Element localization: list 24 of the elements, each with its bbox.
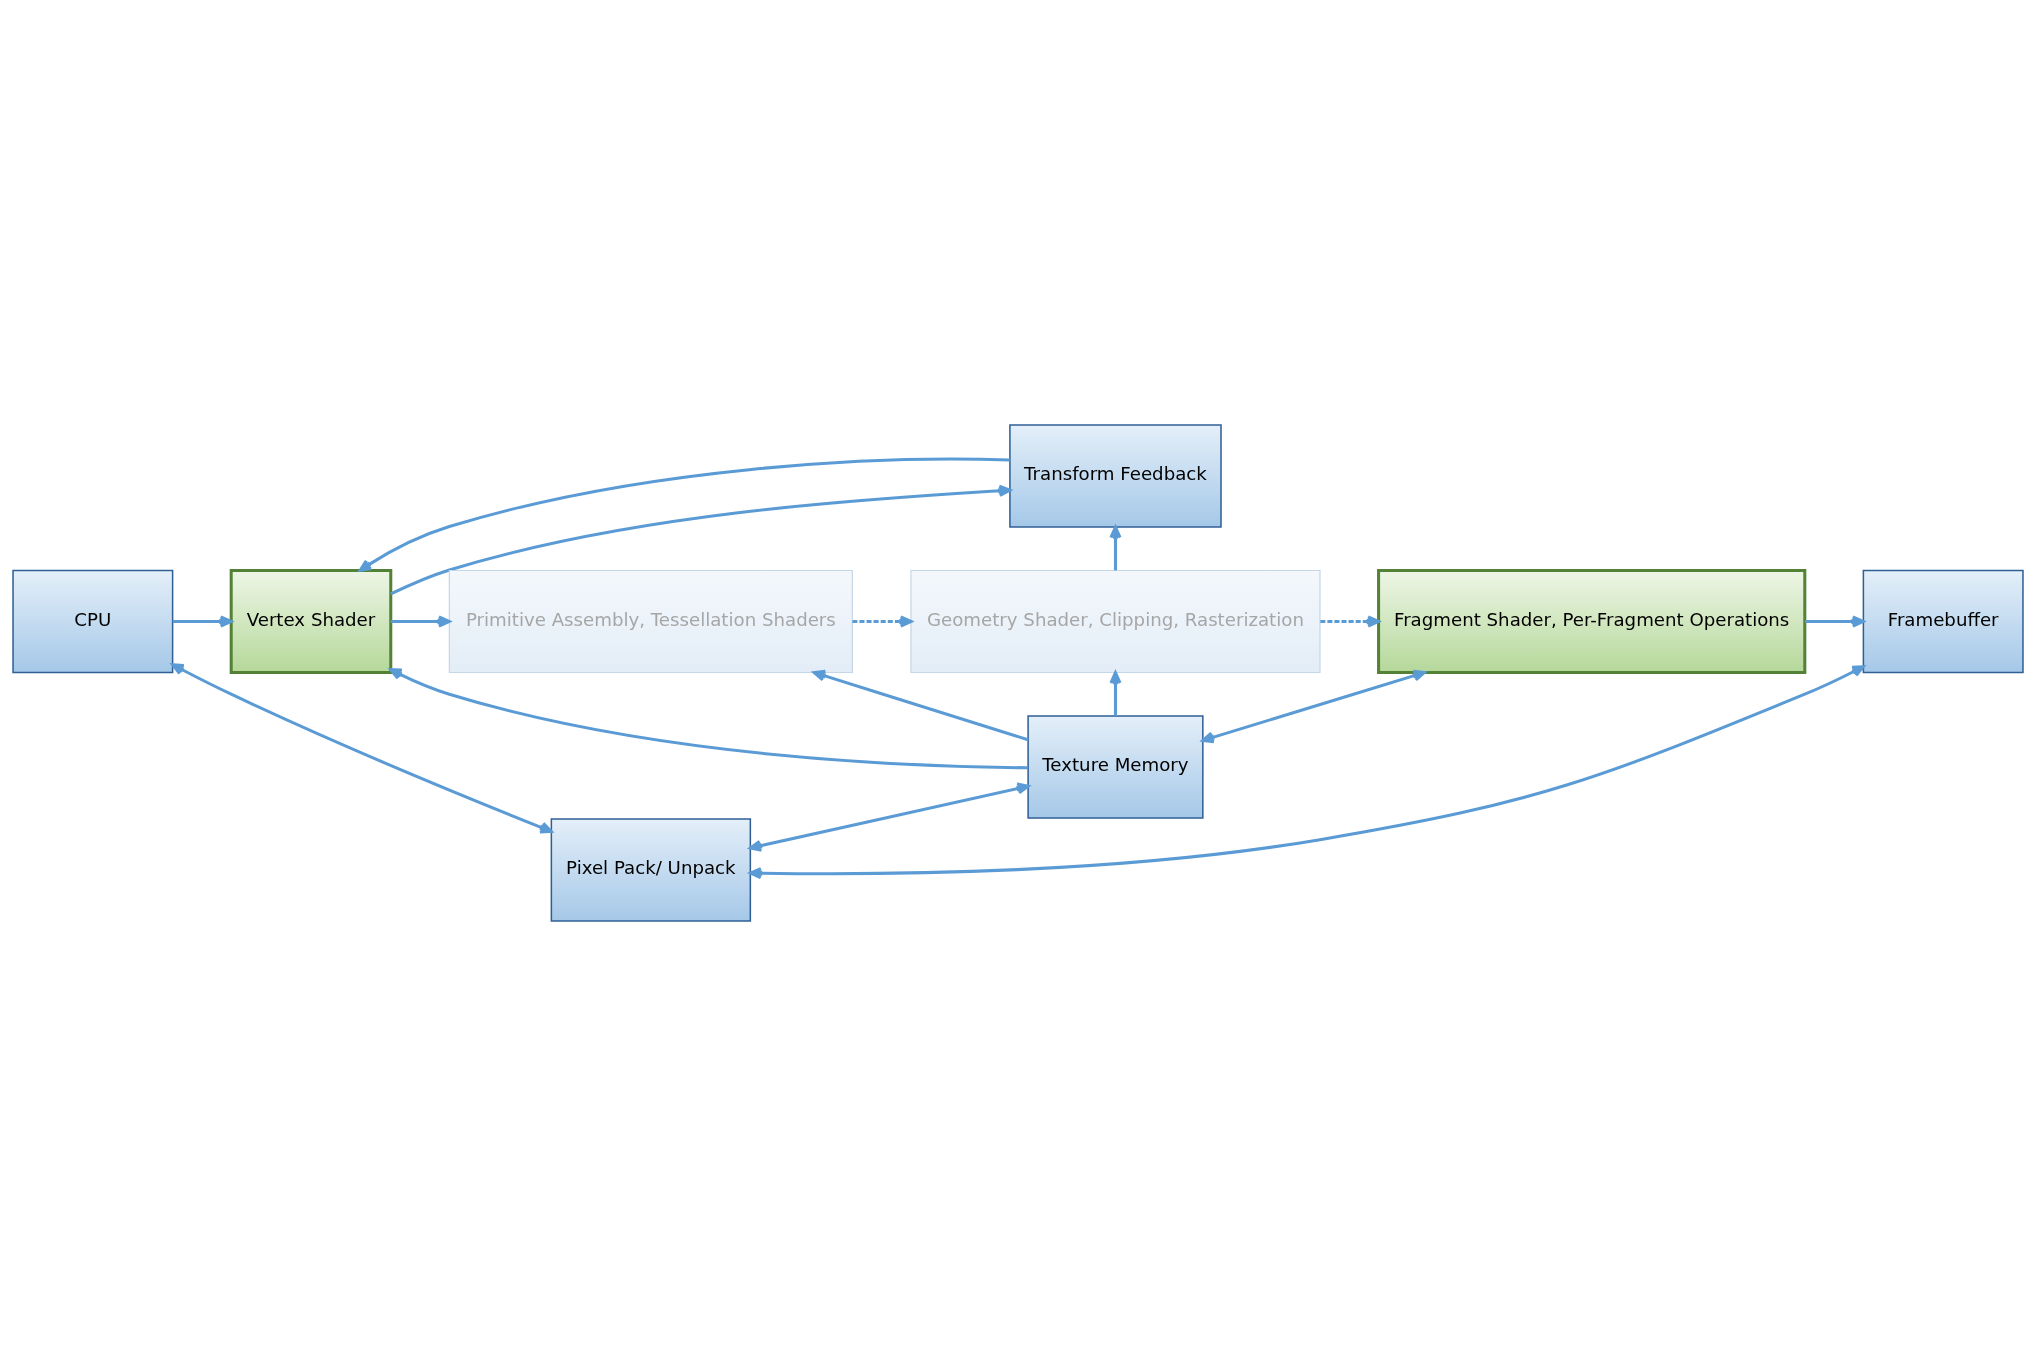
arrow (390, 484, 1012, 595)
node-box: Geometry Shader, Clipping, Rasterization (910, 569, 1321, 673)
arrow (1201, 669, 1426, 743)
arrow (749, 781, 1030, 852)
arrow (749, 664, 1865, 879)
node-box: Framebuffer (1862, 569, 2024, 673)
node-box: Fragment Shader, Per-Fragment Operations (1377, 568, 1807, 674)
arrow (1109, 525, 1122, 570)
node-box: Pixel Pack/ Unpack (550, 817, 752, 922)
node-box: Texture Memory (1027, 714, 1204, 819)
arrow (358, 457, 1010, 572)
arrow (852, 614, 913, 628)
node-box: CPU (12, 569, 174, 673)
arrow (172, 614, 233, 628)
arrow (390, 614, 451, 628)
arrow (1109, 670, 1122, 716)
node-box: Primitive Assembly, Tessellation Shaders (448, 569, 853, 673)
arrow (1320, 614, 1380, 628)
node-box: Transform Feedback (1009, 423, 1222, 528)
arrow (171, 662, 553, 833)
arrow (812, 669, 1029, 741)
node-box: Vertex Shader (229, 568, 393, 674)
arrow (1805, 614, 1865, 628)
arrow (389, 667, 1028, 769)
